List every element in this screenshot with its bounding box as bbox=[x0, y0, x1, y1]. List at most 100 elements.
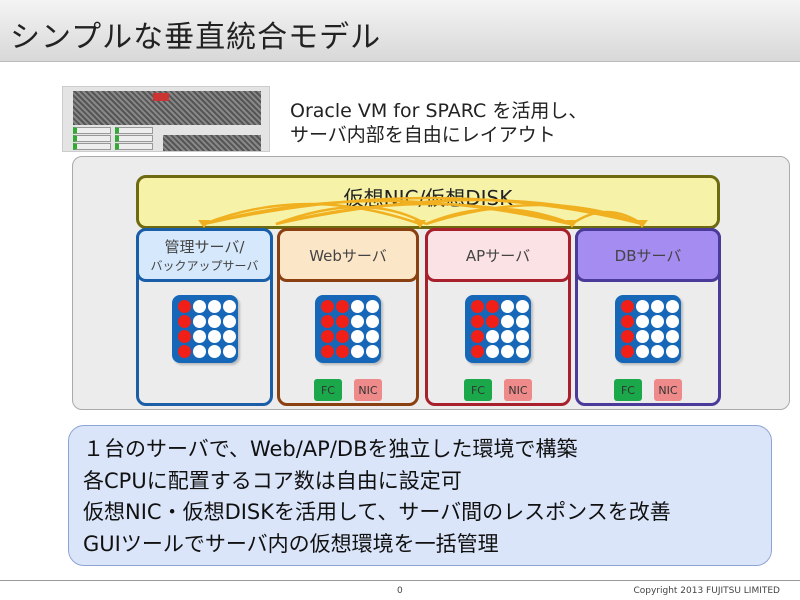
server-name: DBサーバ bbox=[614, 246, 682, 265]
cpu-core-free bbox=[192, 345, 206, 358]
cpu-core-assigned bbox=[471, 330, 484, 343]
server-header: 管理サーバ/バックアップサーバ bbox=[136, 228, 273, 282]
cpu-chip bbox=[171, 295, 238, 363]
cpu-core-assigned bbox=[321, 330, 334, 343]
cpu-core-free bbox=[666, 300, 679, 313]
footer-divider bbox=[0, 580, 800, 581]
server-box: Webサーバ FC NIC bbox=[277, 228, 419, 406]
cpu-core-free bbox=[651, 300, 664, 313]
cpu-core-free bbox=[351, 315, 364, 328]
cpu-core-assigned bbox=[621, 330, 634, 343]
cpu-core-assigned bbox=[621, 315, 634, 328]
cpu-core-free bbox=[222, 300, 236, 313]
cpu-core-free bbox=[192, 315, 206, 328]
cpu-core-assigned bbox=[336, 315, 349, 328]
summary-line: １台のサーバで、Web/AP/DBを独立した環境で構築 bbox=[83, 437, 578, 461]
cpu-core-free bbox=[636, 345, 649, 358]
fc-badge: FC bbox=[614, 379, 642, 401]
cpu-core-free bbox=[222, 315, 236, 328]
nic-badge: NIC bbox=[504, 379, 532, 401]
intro-line: サーバ内部を自由にレイアウト bbox=[290, 124, 556, 146]
fc-badge: FC bbox=[464, 379, 492, 401]
nic-badge: NIC bbox=[354, 379, 382, 401]
cpu-core-assigned bbox=[621, 300, 634, 313]
title-bar: シンプルな垂直統合モデル bbox=[0, 0, 800, 62]
cpu-core-assigned bbox=[321, 345, 334, 358]
cpu-core-assigned bbox=[177, 315, 191, 328]
server-header: DBサーバ bbox=[575, 228, 721, 282]
cpu-core-free bbox=[651, 345, 664, 358]
cpu-core-free bbox=[516, 300, 529, 313]
cpu-core-assigned bbox=[336, 345, 349, 358]
cpu-core-assigned bbox=[177, 300, 191, 313]
cpu-core-free bbox=[516, 345, 529, 358]
cpu-core-assigned bbox=[471, 300, 484, 313]
server-name: APサーバ bbox=[465, 246, 531, 265]
server-name: 管理サーバ/ bbox=[164, 238, 245, 256]
cpu-core-free bbox=[351, 345, 364, 358]
cpu-core-assigned bbox=[321, 300, 334, 313]
cpu-chip bbox=[615, 295, 681, 363]
server-box: APサーバ FC NIC bbox=[425, 228, 571, 406]
server-header: APサーバ bbox=[425, 228, 571, 282]
cpu-core-free bbox=[207, 345, 221, 358]
cpu-core-free bbox=[501, 330, 514, 343]
cpu-core-free bbox=[351, 300, 364, 313]
summary-line: 仮想NIC・仮想DISKを活用して、サーバ間のレスポンスを改善 bbox=[83, 500, 671, 524]
cpu-chip bbox=[315, 295, 381, 363]
nic-badge: NIC bbox=[654, 379, 682, 401]
fc-badge: FC bbox=[314, 379, 342, 401]
intro-line: Oracle VM for SPARC を活用し、 bbox=[290, 100, 588, 122]
cpu-core-free bbox=[366, 315, 379, 328]
intro-text: Oracle VM for SPARC を活用し、 サーバ内部を自由にレイアウト bbox=[290, 99, 587, 147]
cpu-core-free bbox=[636, 300, 649, 313]
cpu-core-free bbox=[366, 300, 379, 313]
cpu-core-free bbox=[501, 345, 514, 358]
summary-box: １台のサーバで、Web/AP/DBを独立した環境で構築 各CPUに配置するコア数… bbox=[68, 425, 772, 566]
cpu-core-assigned bbox=[177, 345, 191, 358]
cpu-core-free bbox=[501, 315, 514, 328]
cpu-core-free bbox=[636, 330, 649, 343]
cpu-core-assigned bbox=[471, 345, 484, 358]
cpu-core-free bbox=[366, 330, 379, 343]
summary-line: GUIツールでサーバ内の仮想環境を一括管理 bbox=[83, 531, 499, 556]
cpu-core-assigned bbox=[621, 345, 634, 358]
cpu-core-free bbox=[192, 300, 206, 313]
server-header: Webサーバ bbox=[277, 228, 419, 282]
cpu-core-free bbox=[351, 330, 364, 343]
cpu-core-free bbox=[222, 330, 236, 343]
copyright: Copyright 2013 FUJITSU LIMITED bbox=[633, 586, 780, 596]
cpu-core-free bbox=[207, 315, 221, 328]
cpu-core-assigned bbox=[336, 300, 349, 313]
cpu-core-free bbox=[666, 330, 679, 343]
server-box: 管理サーバ/バックアップサーバ bbox=[136, 228, 273, 406]
cpu-core-free bbox=[486, 330, 499, 343]
cpu-core-assigned bbox=[336, 330, 349, 343]
cpu-core-assigned bbox=[177, 330, 191, 343]
slide-title: シンプルな垂直統合モデル bbox=[10, 20, 382, 55]
cpu-core-assigned bbox=[486, 300, 499, 313]
cpu-core-assigned bbox=[321, 315, 334, 328]
summary-line: 各CPUに配置するコア数は自由に設定可 bbox=[83, 468, 462, 493]
cpu-core-free bbox=[636, 315, 649, 328]
cpu-core-free bbox=[207, 330, 221, 343]
page-number: 0 bbox=[397, 586, 403, 596]
server-subname: バックアップサーバ bbox=[150, 259, 259, 273]
server-box: DBサーバ FC NIC bbox=[575, 228, 721, 406]
cpu-core-free bbox=[192, 330, 206, 343]
cpu-core-assigned bbox=[486, 315, 499, 328]
cpu-core-free bbox=[516, 330, 529, 343]
cpu-core-free bbox=[651, 330, 664, 343]
server-hardware-image bbox=[62, 86, 270, 152]
cpu-core-free bbox=[222, 345, 236, 358]
cpu-core-free bbox=[486, 345, 499, 358]
cpu-chip bbox=[465, 295, 531, 363]
cpu-core-free bbox=[501, 300, 514, 313]
connection-arrows bbox=[198, 196, 648, 228]
cpu-core-free bbox=[666, 315, 679, 328]
cpu-core-free bbox=[651, 315, 664, 328]
cpu-core-free bbox=[366, 345, 379, 358]
cpu-core-assigned bbox=[471, 315, 484, 328]
server-name: Webサーバ bbox=[309, 246, 387, 265]
cpu-core-free bbox=[516, 315, 529, 328]
